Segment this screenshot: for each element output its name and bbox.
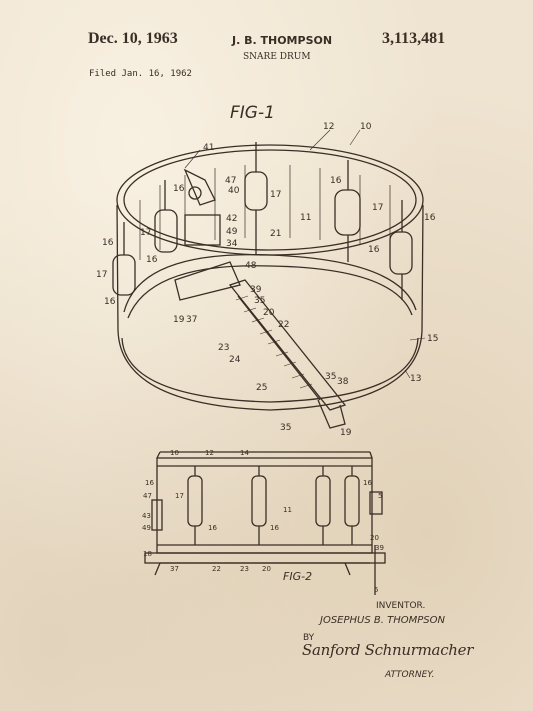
ref-number: 35	[254, 296, 265, 306]
ref-number: 16	[330, 176, 342, 186]
attorney-label: ATTORNEY.	[385, 670, 435, 680]
ref-number: 16	[102, 238, 114, 248]
fig1-label: FIG-1	[230, 103, 275, 123]
fig1-reference-numbers: 41 12 10 47 16 40 17 16 17 11 16 16 42 4…	[96, 122, 438, 438]
ref-number: 16	[363, 479, 372, 487]
snare-strainer	[174, 168, 241, 301]
patent-number: 3,113,481	[382, 30, 446, 47]
ref-number: 22	[212, 565, 221, 573]
ref-number: 42	[226, 214, 237, 224]
ref-number: 20	[263, 308, 275, 318]
fig2-reference-numbers: 10 12 14 16 16 47 43 49 11 5 17 16 16 20…	[142, 449, 384, 594]
patent-title: SNARE DRUM	[243, 52, 311, 62]
ref-number: 16	[208, 524, 217, 532]
ref-number: 22	[278, 320, 289, 330]
patent-date: Dec. 10, 1963	[88, 30, 178, 47]
ref-number: 16	[270, 524, 279, 532]
inventor-name: JOSEPHUS B. THOMPSON	[320, 615, 445, 626]
ref-number: 5	[378, 492, 382, 500]
ref-number: 17	[372, 203, 383, 213]
ref-number: 23	[218, 343, 229, 353]
ref-number: 47	[225, 176, 236, 186]
ref-number: 48	[245, 261, 257, 271]
ref-number: 25	[256, 383, 267, 393]
ref-number: 23	[240, 565, 249, 573]
snare-wires	[228, 279, 347, 429]
ref-number: 21	[270, 229, 281, 239]
ref-number: 34	[226, 239, 238, 249]
ref-number: 49	[226, 227, 238, 237]
attorney-signature: Sanford Schnurmacher	[302, 641, 474, 659]
ref-number: 17	[175, 492, 184, 500]
ref-number: 19	[340, 428, 352, 438]
ref-number: 47	[143, 492, 152, 500]
ref-number: 16	[145, 479, 154, 487]
filed-date: Filed Jan. 16, 1962	[89, 69, 192, 79]
fig2-drawing	[144, 451, 386, 595]
ref-number: 10	[360, 122, 372, 132]
ref-number: 17	[140, 228, 151, 238]
ref-number: 16	[368, 245, 380, 255]
ref-number: 11	[283, 506, 292, 514]
drum-bottom-rim	[117, 329, 423, 411]
fig2-label: FIG-2	[283, 570, 312, 583]
ref-number: 43	[142, 512, 151, 520]
inventor-header: J. B. THOMPSON	[232, 34, 333, 47]
ref-number: 16	[146, 255, 158, 265]
ref-number: 16	[173, 184, 185, 194]
ref-number: 17	[270, 190, 281, 200]
ref-number: 39	[375, 544, 384, 552]
ref-number: 16	[104, 297, 116, 307]
ref-number: 24	[229, 355, 241, 365]
ref-number: 20	[370, 534, 379, 542]
tension-lugs	[112, 142, 413, 300]
by-label: BY	[303, 633, 315, 643]
ref-number: 19	[173, 315, 185, 325]
ref-number: 37	[170, 565, 179, 573]
ref-number: 18	[143, 550, 152, 558]
ref-number: 17	[96, 270, 107, 280]
ref-number: 40	[228, 186, 240, 196]
ref-number: 14	[240, 449, 249, 457]
ref-number: 49	[142, 524, 151, 532]
ref-number: 15	[427, 334, 438, 344]
ref-number: 5	[374, 586, 378, 594]
ref-number: 20	[262, 565, 271, 573]
ref-number: 12	[323, 122, 334, 132]
ref-number: 11	[300, 213, 311, 223]
inventor-label: INVENTOR.	[376, 601, 426, 611]
ref-number: 41	[203, 143, 214, 153]
ref-number: 10	[170, 449, 179, 457]
ref-number: 16	[424, 213, 436, 223]
ref-number: 12	[205, 449, 214, 457]
ref-number: 13	[410, 374, 421, 384]
ref-number: 37	[186, 315, 197, 325]
ref-number: 35	[325, 372, 336, 382]
ref-number: 39	[250, 285, 262, 295]
ref-number: 38	[337, 377, 349, 387]
ref-number: 35	[280, 423, 291, 433]
